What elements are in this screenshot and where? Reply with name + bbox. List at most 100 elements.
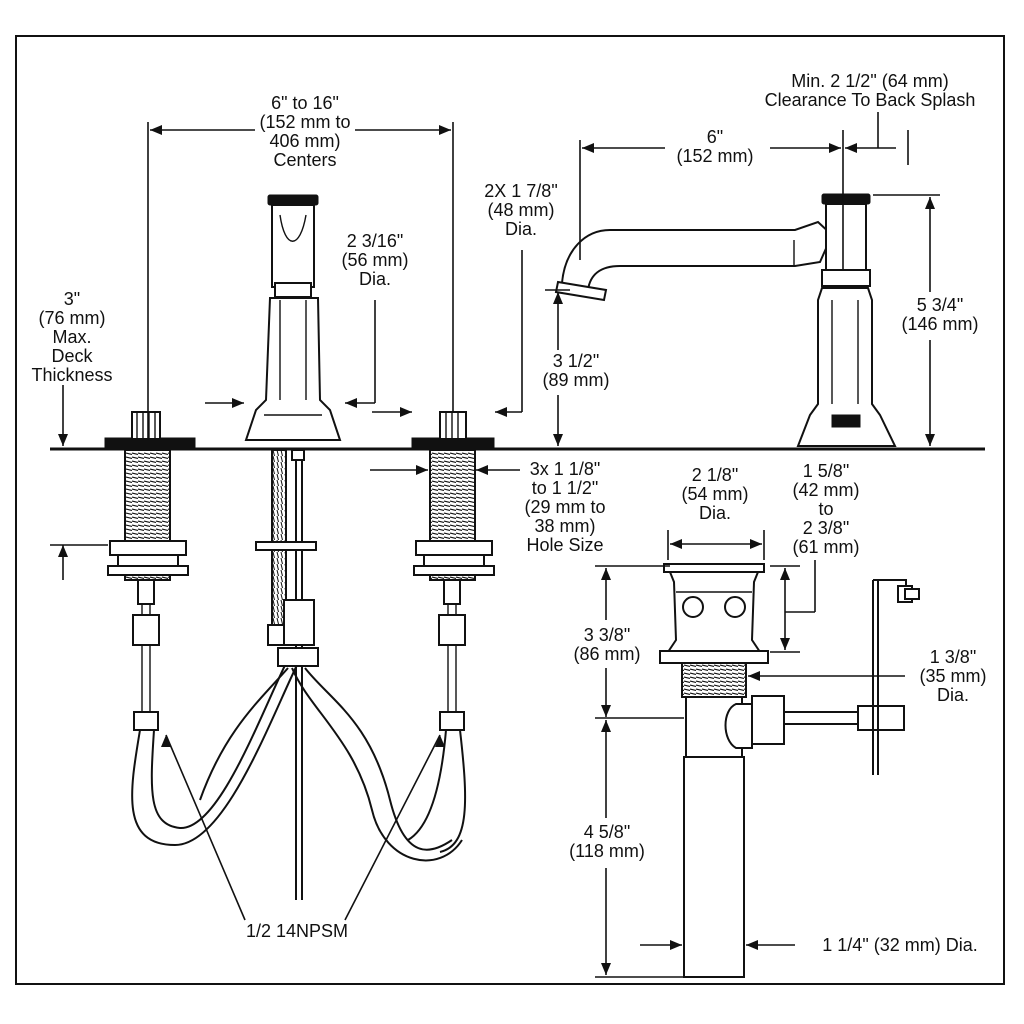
- deck-thickness-label-line: 3": [63, 289, 81, 309]
- dimension-arrow: [829, 143, 841, 153]
- hole-size-label-line: (29 mm to: [524, 497, 606, 517]
- drain-flange-diameter-label-line: (54 mm): [681, 484, 749, 504]
- supply-thread-label: 1/2 14NPSM: [245, 921, 349, 941]
- dimension-arrow: [553, 292, 563, 304]
- back-splash-clearance-label-line: Min. 2 1/2" (64 mm): [791, 71, 949, 91]
- drain-upper-length-label: 3 3/8"(86 mm): [557, 626, 657, 664]
- dimension-arrow: [845, 143, 857, 153]
- drain-flange-height-label-line: (61 mm): [792, 537, 860, 557]
- dimension-arrow: [748, 671, 760, 681]
- drain-flange-height-label-line: (42 mm): [792, 480, 860, 500]
- dimension-arrow: [750, 539, 762, 549]
- drain-body-diameter-label-line: (35 mm): [919, 666, 987, 686]
- spout-height-label-line: 3 1/2": [552, 351, 600, 371]
- dimension-arrow: [601, 705, 611, 717]
- dimension-arrow: [670, 539, 682, 549]
- left-handle-valve: [104, 411, 299, 847]
- side-view-faucet: [554, 193, 897, 447]
- drawing-frame: [15, 35, 1005, 985]
- centers-dimension-label-line: Centers: [273, 150, 337, 170]
- total-height-label-line: 5 3/4": [916, 295, 964, 315]
- back-splash-clearance-label-line: Clearance To Back Splash: [764, 90, 976, 110]
- hole-size-label-line: 38 mm): [534, 516, 596, 536]
- dimension-arrow: [582, 143, 594, 153]
- dimension-arrow: [746, 940, 758, 950]
- spout-base-diameter-label: 2X 1 7/8"(48 mm)Dia.: [466, 182, 576, 239]
- spout-reach-label: 6"(152 mm): [660, 128, 770, 166]
- deck-thickness-label-line: Thickness: [31, 365, 113, 385]
- drain-flange-diameter-label-line: 2 1/8": [691, 465, 739, 485]
- dimension-arrow: [495, 407, 507, 417]
- spout-height-label-line: (89 mm): [542, 370, 610, 390]
- dimension-arrow: [601, 963, 611, 975]
- drain-flange-height-label-line: to: [818, 499, 834, 519]
- drain-upper-length-label-line: (86 mm): [573, 644, 641, 664]
- drain-upper-length-label-line: 3 3/8": [583, 625, 631, 645]
- dimension-arrow: [232, 398, 244, 408]
- dimension-line: [344, 734, 441, 921]
- drain-flange-height-label-line: 2 3/8": [802, 518, 850, 538]
- hole-size-label-line: to 1 1/2": [531, 478, 599, 498]
- spout-height-label: 3 1/2"(89 mm): [526, 352, 626, 390]
- drain-lower-length-label: 4 5/8"(118 mm): [557, 823, 657, 861]
- total-height-label: 5 3/4"(146 mm): [880, 296, 1000, 334]
- drain-lower-length-label-line: 4 5/8": [583, 822, 631, 842]
- left-handle: [244, 194, 342, 441]
- hole-size-label-line: Hole Size: [526, 535, 604, 555]
- spout-base-diameter-label-line: Dia.: [504, 219, 537, 239]
- drain-body-diameter-label-line: Dia.: [936, 685, 969, 705]
- spout-reach-label-line: 6": [706, 127, 724, 147]
- hole-size-label-line: 3x 1 1/8": [529, 459, 601, 479]
- spout-base-diameter-label-line: 2X 1 7/8": [484, 181, 558, 201]
- drain-flange-diameter-label-line: Dia.: [698, 503, 731, 523]
- dimension-arrow: [780, 568, 790, 580]
- dimension-arrow: [925, 434, 935, 446]
- centers-dimension-label-line: 406 mm): [269, 131, 341, 151]
- total-height-label-line: (146 mm): [901, 314, 979, 334]
- deck-thickness-label-line: Deck: [51, 346, 93, 366]
- centers-dimension-label-line: 6" to 16": [271, 93, 339, 113]
- handle-diameter-label-line: Dia.: [358, 269, 391, 289]
- drain-flange-diameter-label: 2 1/8"(54 mm)Dia.: [665, 466, 765, 523]
- center-supply-assembly: [199, 449, 463, 900]
- pop-up-drain: [659, 563, 920, 978]
- centers-dimension-label-line: (152 mm to: [259, 112, 351, 132]
- dimension-arrow: [601, 720, 611, 732]
- dimension-arrow: [553, 434, 563, 446]
- handle-diameter-label: 2 3/16"(56 mm)Dia.: [325, 232, 425, 289]
- dimension-arrow: [150, 125, 162, 135]
- deck-thickness-label-line: (76 mm): [38, 308, 106, 328]
- dimension-arrow: [345, 398, 357, 408]
- dimension-arrow: [400, 407, 412, 417]
- spout-reach-label-line: (152 mm): [676, 146, 754, 166]
- dimension-line: [165, 734, 246, 921]
- dimension-arrow: [58, 434, 68, 446]
- dimension-arrow: [58, 545, 68, 557]
- dimension-arrow: [416, 465, 428, 475]
- dimension-arrow: [601, 568, 611, 580]
- spout-base-diameter-label-line: (48 mm): [487, 200, 555, 220]
- drain-body-diameter-label-line: 1 3/8": [929, 647, 977, 667]
- deck-thickness-label-line: Max.: [52, 327, 92, 347]
- back-splash-clearance-label: Min. 2 1/2" (64 mm)Clearance To Back Spl…: [738, 72, 1002, 110]
- drain-flange-height-label-line: 1 5/8": [802, 461, 850, 481]
- dimension-arrow: [435, 735, 445, 747]
- dimension-arrow: [439, 125, 451, 135]
- dimension-arrow: [925, 197, 935, 209]
- right-handle-valve: [407, 411, 495, 853]
- drain-body-diameter-label: 1 3/8"(35 mm)Dia.: [898, 648, 1008, 705]
- dimension-arrow: [161, 735, 171, 747]
- tailpiece-diameter-label: 1 1/4" (32 mm) Dia.: [822, 935, 978, 955]
- dimension-arrow: [476, 465, 488, 475]
- drain-lower-length-label-line: (118 mm): [569, 841, 645, 861]
- dimension-lines: [50, 112, 940, 978]
- dimension-arrow: [780, 638, 790, 650]
- handle-diameter-label-line: 2 3/16": [346, 231, 404, 251]
- dimension-arrow: [670, 940, 682, 950]
- handle-diameter-label-line: (56 mm): [341, 250, 409, 270]
